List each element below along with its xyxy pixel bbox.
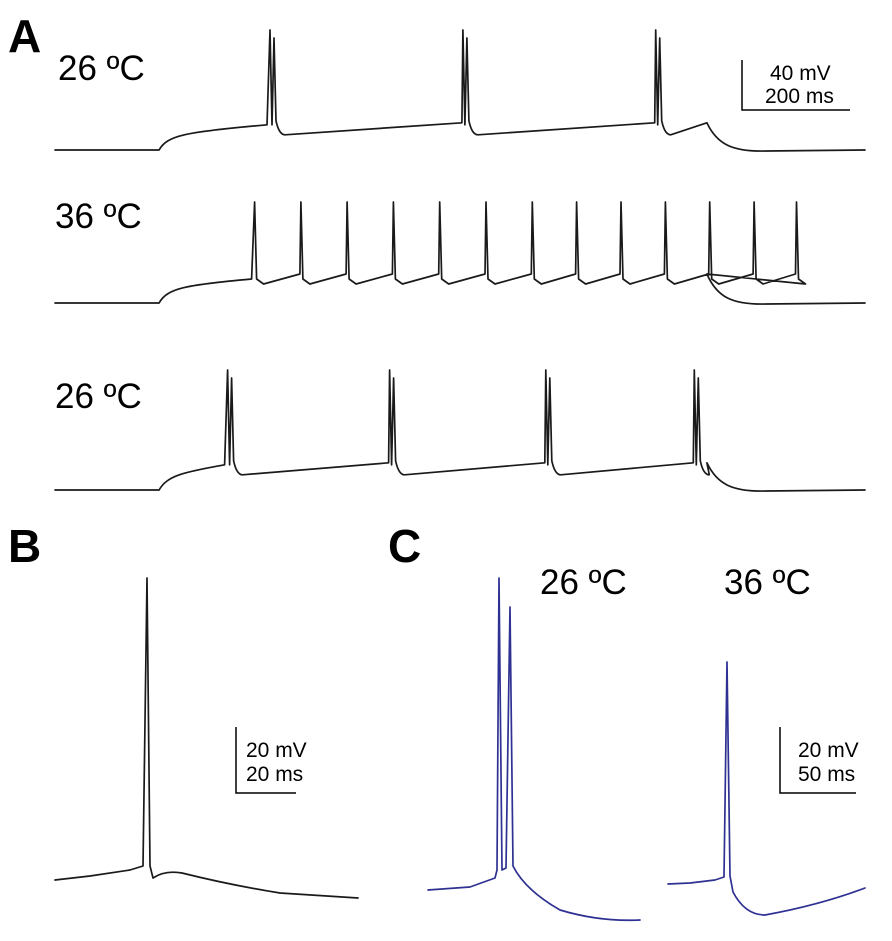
trace-label-a1: 26 ºC xyxy=(58,49,145,88)
trace-label-a2: 36 ºC xyxy=(55,197,142,236)
trace-label-c-36c: 36 ºC xyxy=(724,563,811,602)
scalebar-b-time: 20 ms xyxy=(246,763,303,786)
scalebar-a-time: 200 ms xyxy=(765,85,834,108)
panel-letter-b: B xyxy=(8,520,41,572)
trace-label-c-26c: 26 ºC xyxy=(540,563,627,602)
voltage-trace-c-26c xyxy=(427,577,641,922)
panel-letter-a: A xyxy=(8,10,41,62)
panel-a: A 26 ºC 36 ºC 26 ºC 40 mV 200 ms xyxy=(8,10,866,492)
panel-letter-c: C xyxy=(388,520,421,572)
scalebar-a-voltage: 40 mV xyxy=(770,62,831,85)
trace-label-a3: 26 ºC xyxy=(55,377,142,416)
voltage-trace-a-36c xyxy=(54,201,866,305)
scalebar-b-voltage: 20 mV xyxy=(246,739,307,762)
voltage-trace-c-36c xyxy=(667,661,866,916)
voltage-trace-a-26c-bottom xyxy=(54,369,866,492)
scalebar-c-time: 50 ms xyxy=(798,763,855,786)
scalebar-c-voltage: 20 mV xyxy=(798,739,859,762)
scalebar-b xyxy=(235,727,296,794)
scalebar-c xyxy=(779,727,856,794)
scalebar-a xyxy=(741,60,850,111)
panel-b: B 20 mV 20 ms xyxy=(8,520,359,899)
voltage-trace-b xyxy=(54,577,359,899)
panel-c: C 26 ºC 36 ºC 20 mV 50 ms xyxy=(388,520,866,922)
voltage-trace-a-26c-top xyxy=(54,29,866,152)
